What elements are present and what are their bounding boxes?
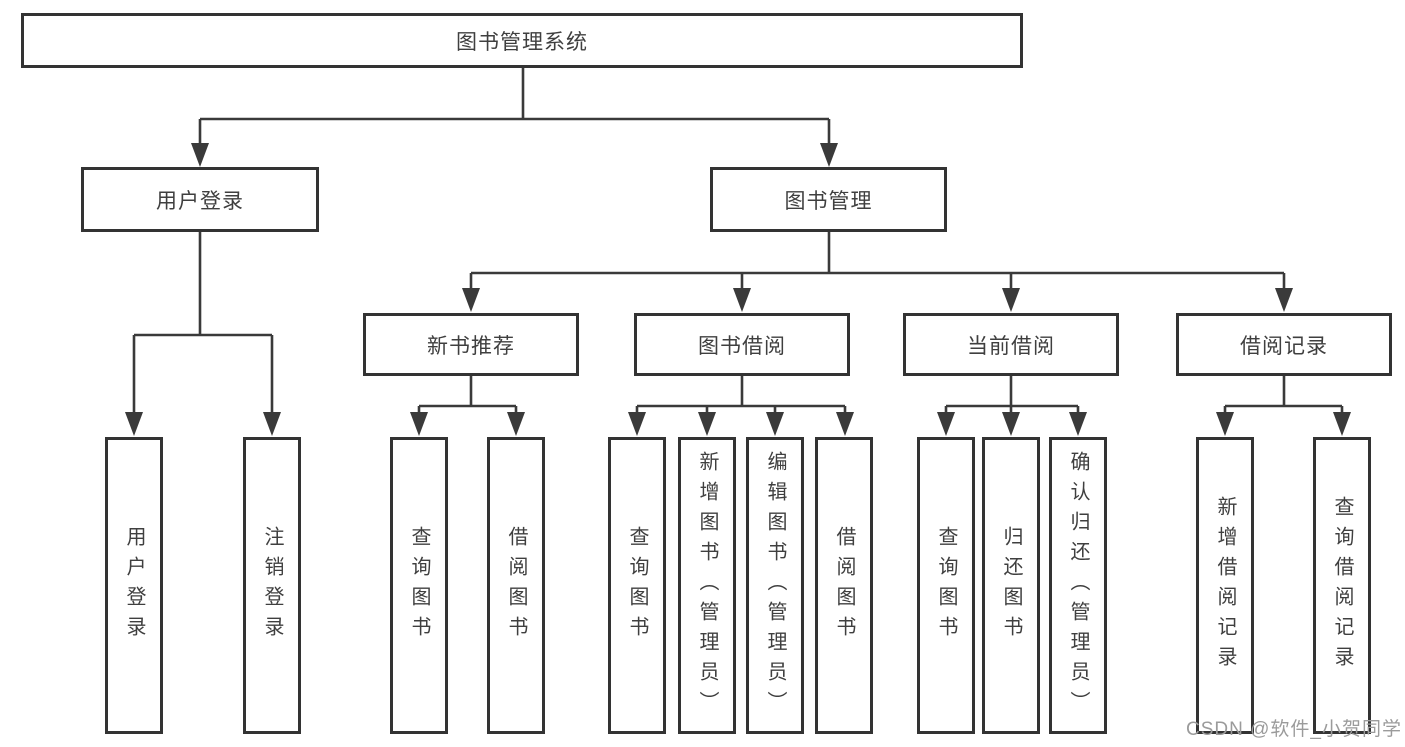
node-leaf-user-login: 用户登录 [105,437,163,734]
node-leaf-query-borrow-record: 查询借阅记录 [1313,437,1371,734]
node-borrow-records-label: 借阅记录 [1240,334,1328,358]
node-leaf-return-book-label: 归还图书 [1000,525,1022,646]
arrowhead-icons [125,143,1351,436]
node-leaf-logout-label: 注销登录 [261,525,283,646]
node-leaf-add-borrow-record-label: 新增借阅记录 [1214,495,1236,676]
node-user-login-label: 用户登录 [156,189,244,213]
node-leaf-add-borrow-record: 新增借阅记录 [1196,437,1254,734]
node-user-login: 用户登录 [81,167,319,232]
node-leaf-add-book-admin: 新增图书（管理员） [678,437,736,734]
node-book-borrow-label: 图书借阅 [698,334,786,358]
node-leaf-user-login-label: 用户登录 [123,525,145,646]
node-book-management-label: 图书管理 [784,189,873,213]
node-new-book-recommend: 新书推荐 [363,313,579,376]
node-leaf-query-books-current: 查询图书 [917,437,975,734]
node-leaf-edit-book-admin-label: 编辑图书（管理员） [764,450,786,721]
node-book-management: 图书管理 [710,167,947,232]
node-leaf-borrow-books-recommend: 借阅图书 [487,437,545,734]
node-current-borrow-label: 当前借阅 [967,334,1055,358]
node-leaf-confirm-return-admin-label: 确认归还（管理员） [1067,450,1089,721]
node-library-system: 图书管理系统 [21,13,1023,68]
node-leaf-borrow-books-label: 借阅图书 [833,525,855,646]
node-current-borrow: 当前借阅 [903,313,1119,376]
node-leaf-confirm-return-admin: 确认归还（管理员） [1049,437,1107,734]
node-leaf-edit-book-admin: 编辑图书（管理员） [746,437,804,734]
node-leaf-borrow-books: 借阅图书 [815,437,873,734]
node-leaf-query-books-recommend: 查询图书 [390,437,448,734]
watermark-text: CSDN @软件_小贺同学 [1186,719,1402,740]
node-library-system-label: 图书管理系统 [456,30,588,54]
node-leaf-logout: 注销登录 [243,437,301,734]
node-leaf-query-books-current-label: 查询图书 [935,525,957,646]
node-leaf-query-books-borrow-label: 查询图书 [626,525,648,646]
node-borrow-records: 借阅记录 [1176,313,1392,376]
node-book-borrow: 图书借阅 [634,313,850,376]
node-leaf-add-book-admin-label: 新增图书（管理员） [696,450,718,721]
node-leaf-query-books-recommend-label: 查询图书 [408,525,430,646]
node-new-book-recommend-label: 新书推荐 [427,334,515,358]
node-leaf-return-book: 归还图书 [982,437,1040,734]
node-leaf-borrow-books-recommend-label: 借阅图书 [505,525,527,646]
node-leaf-query-books-borrow: 查询图书 [608,437,666,734]
connector-paths [132,68,1344,420]
node-leaf-query-borrow-record-label: 查询借阅记录 [1331,495,1353,676]
